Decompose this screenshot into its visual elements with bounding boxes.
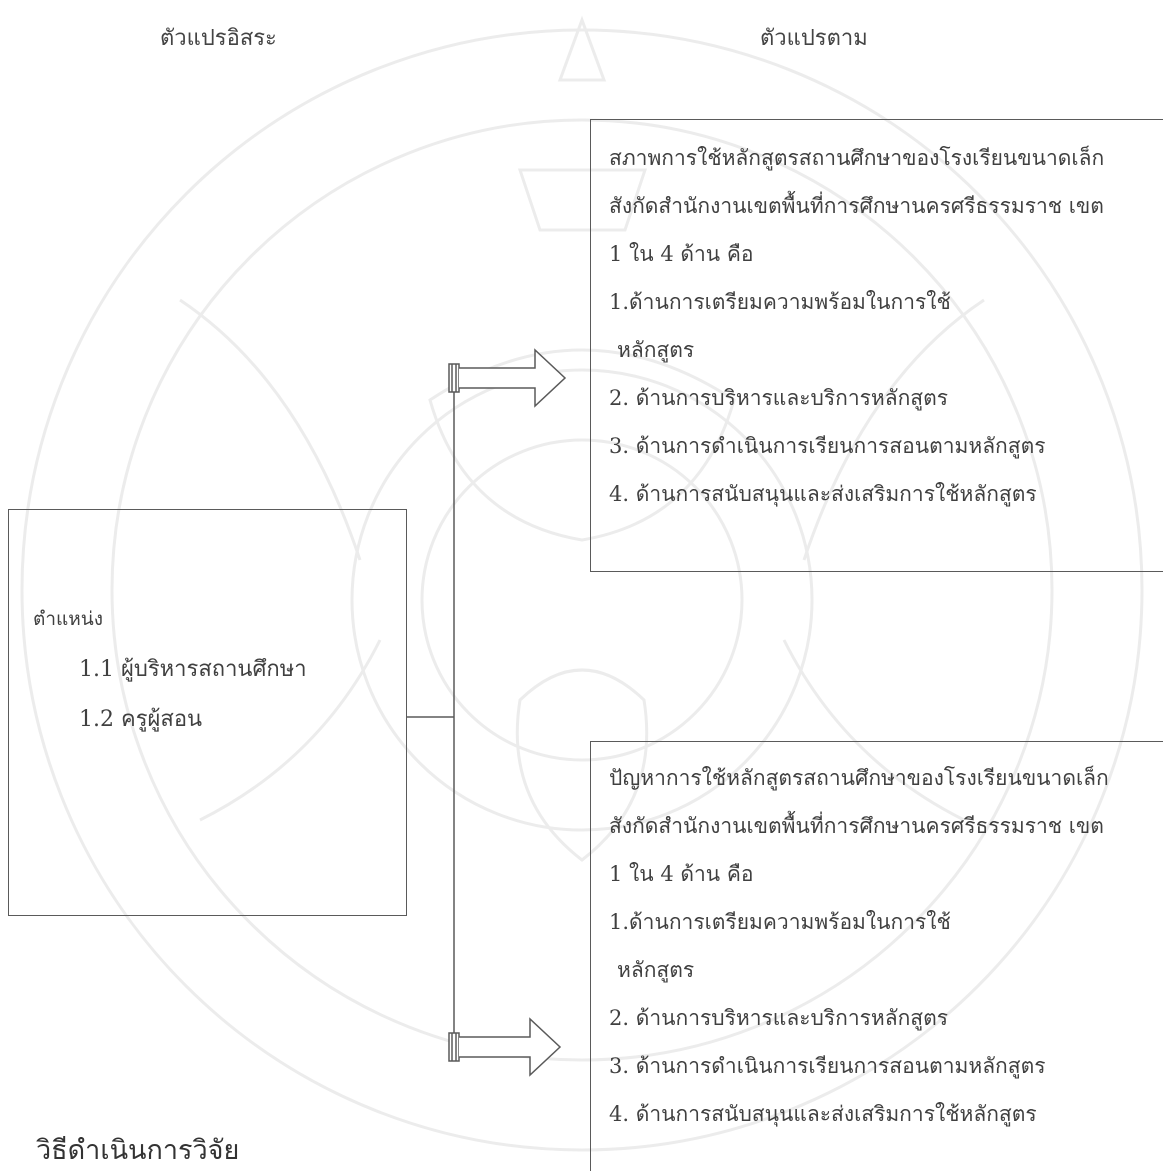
- text-line: สังกัดสำนักงานเขตพื้นที่การศึกษานครศรีธร…: [609, 194, 1104, 218]
- text-line: 3. ด้านการดำเนินการเรียนการสอนตามหลักสูต…: [609, 1054, 1046, 1078]
- text-line: 1.ด้านการเตรียมความพร้อมในการใช้: [609, 290, 951, 314]
- text-line: 2. ด้านการบริหารและบริการหลักสูตร: [609, 1006, 949, 1030]
- text-line: 1 ใน 4 ด้าน คือ: [609, 242, 754, 266]
- dependent-variable-header: ตัวแปรตาม: [760, 26, 868, 51]
- dependent-variable-box-condition: สภาพการใช้หลักสูตรสถานศึกษาของโรงเรียนขน…: [590, 119, 1163, 572]
- position-label: ตำแหน่ง: [33, 608, 104, 630]
- independent-variable-box: ตำแหน่ง 1.1 ผู้บริหารสถานศึกษา 1.2 ครูผู…: [8, 509, 407, 916]
- text-line: 4. ด้านการสนับสนุนและส่งเสริมการใช้หลักส…: [609, 482, 1037, 506]
- text-line: สังกัดสำนักงานเขตพื้นที่การศึกษานครศรีธร…: [609, 814, 1104, 838]
- text-line: 2. ด้านการบริหารและบริการหลักสูตร: [609, 386, 949, 410]
- section-heading: วิธีดำเนินการวิจัย: [36, 1135, 240, 1166]
- text-line: หลักสูตร: [617, 958, 695, 982]
- double-arrow-icon: [448, 348, 567, 408]
- dependent-variable-box-problems: ปัญหาการใช้หลักสูตรสถานศึกษาของโรงเรียนข…: [590, 741, 1163, 1171]
- text-line: หลักสูตร: [617, 338, 695, 362]
- list-item: 1.2 ครูผู้สอน: [79, 707, 203, 732]
- double-arrow-icon: [448, 1017, 562, 1077]
- text-line: 3. ด้านการดำเนินการเรียนการสอนตามหลักสูต…: [609, 434, 1046, 458]
- independent-variable-header: ตัวแปรอิสระ: [160, 26, 277, 51]
- text-line: สภาพการใช้หลักสูตรสถานศึกษาของโรงเรียนขน…: [609, 146, 1105, 170]
- text-line: 1 ใน 4 ด้าน คือ: [609, 862, 754, 886]
- text-line: 4. ด้านการสนับสนุนและส่งเสริมการใช้หลักส…: [609, 1102, 1037, 1126]
- list-item: 1.1 ผู้บริหารสถานศึกษา: [79, 657, 307, 682]
- text-line: ปัญหาการใช้หลักสูตรสถานศึกษาของโรงเรียนข…: [609, 766, 1109, 790]
- text-line: 1.ด้านการเตรียมความพร้อมในการใช้: [609, 910, 951, 934]
